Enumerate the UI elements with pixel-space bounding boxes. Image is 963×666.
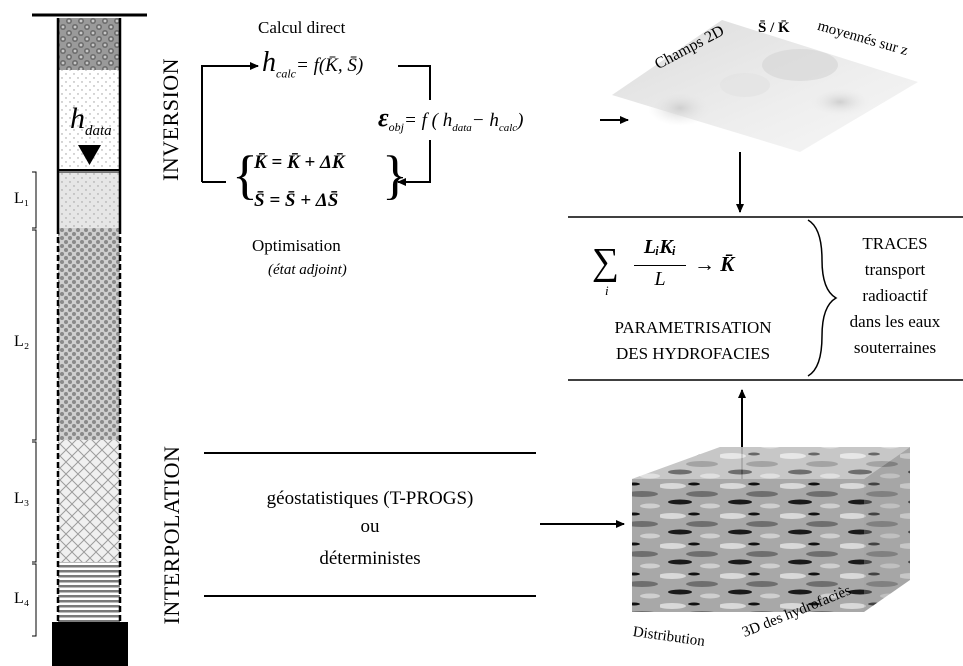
calcul-direct-label: Calcul direct	[258, 18, 346, 37]
layer-brackets	[32, 171, 37, 637]
parametrisation-box	[568, 216, 963, 381]
layer-label-l1: L₁	[14, 190, 30, 207]
section-label-inversion: INVERSION	[158, 57, 183, 181]
param-sum-symbol: ∑	[592, 241, 620, 283]
update-k-equation: K̄ = K̄ + ΔK̄	[254, 152, 345, 173]
h-data-label: hdata	[70, 102, 112, 140]
param-fraction-num: LᵢKᵢ	[643, 236, 677, 258]
update-s-equation: S̄ = S̄ + ΔS̄	[254, 190, 339, 211]
update-brace-right: }	[382, 145, 408, 205]
interp-line3: déterministes	[319, 548, 421, 569]
layer-label-l3: L₃	[14, 490, 30, 507]
traces-line2: transport	[864, 260, 926, 279]
interp-line2: ou	[360, 516, 380, 537]
inversion-loop-lines	[201, 62, 431, 186]
traces-line3: radioactif	[862, 286, 928, 305]
param-title-line2: DES HYDROFACIES	[615, 344, 771, 363]
param-title-line1: PARAMETRISATION	[614, 318, 772, 337]
water-level-triangle	[78, 145, 101, 165]
param-fraction-bar	[634, 265, 686, 266]
update-brace: {	[232, 145, 258, 205]
traces-line4: dans les eaux	[849, 312, 941, 331]
param-sum-index: i	[605, 283, 609, 298]
etat-adjoint-label: (état adjoint)	[268, 262, 347, 278]
param-fraction-den: L	[654, 268, 666, 290]
traces-line5: souterraines	[853, 338, 937, 357]
param-formula-rhs: → K̄	[694, 252, 735, 276]
champs-2d-mid-label: S̄ / K̄	[758, 20, 790, 36]
layer-label-l4: L₄	[14, 590, 30, 607]
section-label-interpolation: INTERPOLATION	[159, 445, 184, 625]
optimisation-label: Optimisation	[252, 236, 341, 255]
layer-label-l2: L₂	[14, 333, 30, 350]
champs-2d-plane	[612, 20, 918, 152]
interp-line1: géostatistiques (T-PROGS)	[266, 488, 474, 509]
block-3d	[632, 447, 910, 612]
traces-line1: TRACES	[862, 234, 928, 253]
eps-obj-equation: εobj= f ( hdata− hcalc)	[378, 103, 524, 134]
borehole-column	[32, 13, 147, 666]
interpolation-box	[204, 452, 536, 597]
h-calc-equation: hcalc= f(K̄, S̄)	[262, 47, 364, 81]
